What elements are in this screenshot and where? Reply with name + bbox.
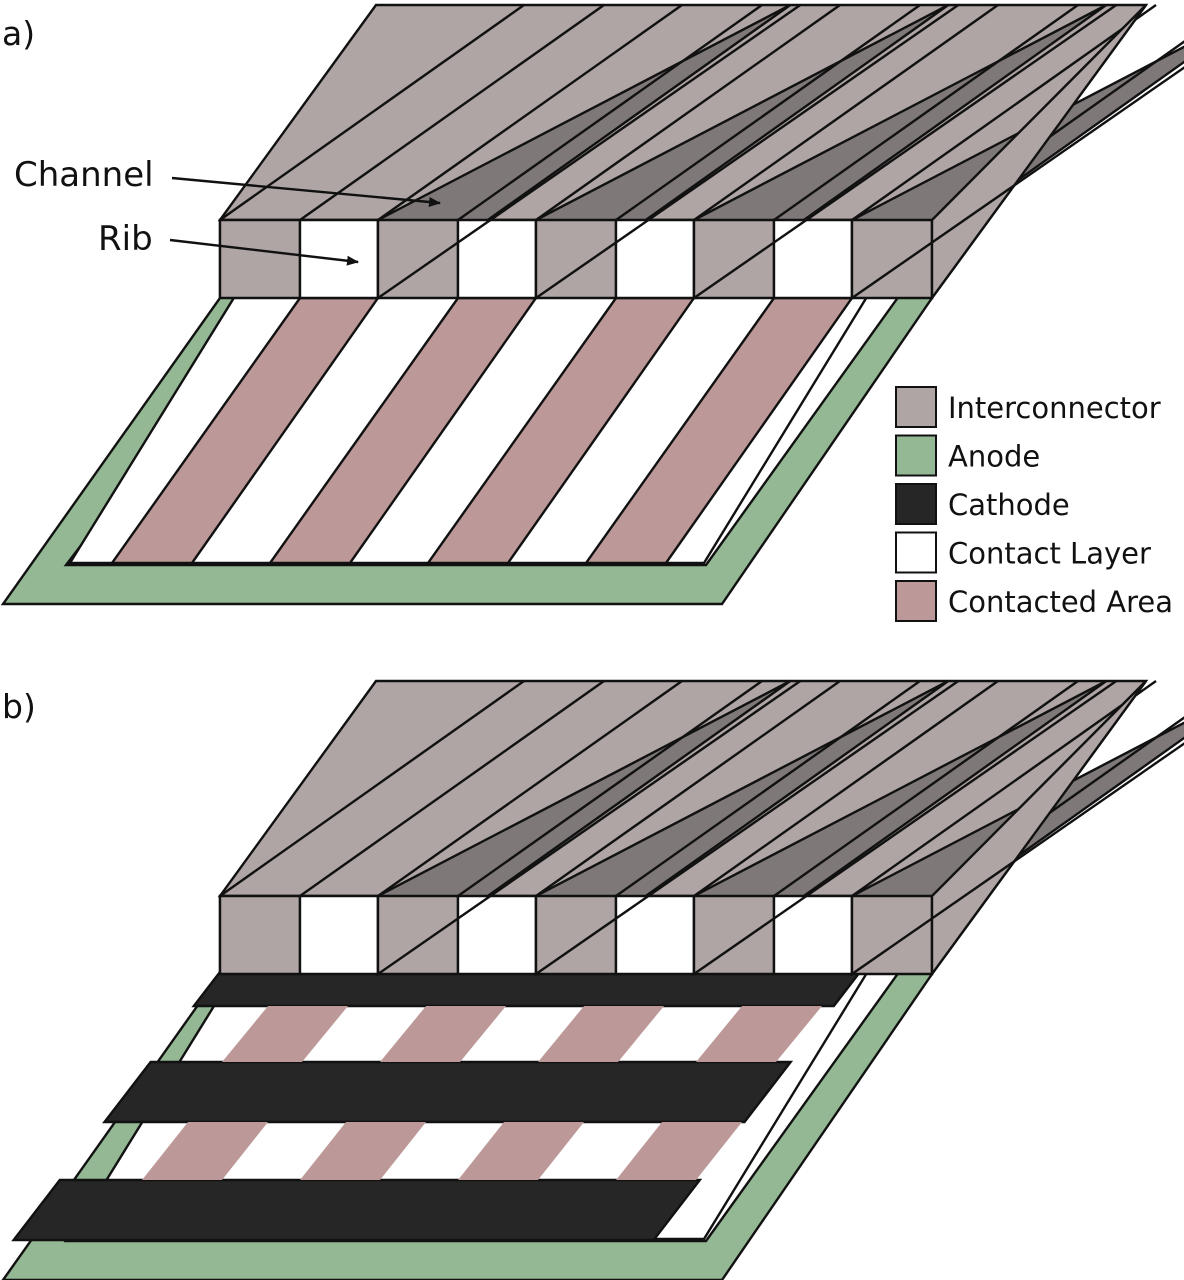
rib-top-edge-right-3 [615,4,921,221]
legend-swatch-contact-layer [895,531,937,574]
channel-opening-2 [456,894,538,976]
rib-front-5 [850,218,934,300]
channel-depth-edge-1 [377,4,801,299]
channel-depth-edge-3 [693,680,1117,975]
contacted-patch-2-1 [142,1122,268,1180]
channel-depth-edge-2 [535,680,959,975]
rib-top-edge-right-4 [773,680,1079,897]
rib-top-edge-right-4 [773,4,1079,221]
legend-label-interconnector: Interconnector [948,391,1161,425]
rib-front-4 [692,894,776,976]
interconnector-side [930,680,1147,978]
legend-swatch-anode [895,434,937,477]
contacted-patch-1-3 [538,1006,664,1062]
rib-top-edge-left-2 [377,4,683,221]
contacted-patch-1-2 [380,1006,506,1062]
contacted-patch-2-3 [458,1122,584,1180]
panel-b-label: b) [2,687,36,726]
rib-top-edge-left-1 [219,4,525,221]
rib-top-edge-right-2 [457,4,763,221]
cathode-band-2 [102,1060,794,1124]
legend-swatch-cathode [895,483,937,525]
rib-top-edge-left-3 [535,680,841,897]
rib-top-edge-left-3 [535,4,841,221]
channel-depth-edge-4 [851,66,1184,299]
panel-a [0,3,1184,606]
rib-top-edge-left-1 [219,680,525,897]
rib-top-edge-left-5 [851,680,1157,897]
rib-front-4 [692,218,776,300]
rib-top-edge-left-2 [377,680,683,897]
rib-front-5 [850,894,934,976]
legend-label-cathode: Cathode [948,488,1070,522]
panel-b [1,679,1184,1280]
channel-opening-2 [456,218,538,300]
channel-arrow [171,176,441,207]
panel-a-label: a) [2,14,35,53]
legend-label-contact-layer: Contact Layer [948,537,1151,571]
channel-opening-1 [298,894,380,976]
rib-front-1 [218,218,302,300]
contacted-patch-1-1 [222,1006,348,1062]
channel-depth-edge-3 [693,4,1117,299]
contacted-patch-2-4 [616,1122,742,1180]
rib-top-edge-right-1 [299,4,605,221]
rib-front-3 [534,894,618,976]
channel-depth-edge-4 [851,742,1184,975]
rib-top-edge-right-1 [299,680,605,897]
rib-top-edge-left-4 [693,4,999,221]
legend-label-contacted-area: Contacted Area [948,585,1173,619]
legend-label-anode: Anode [948,440,1040,474]
rib-top-edge-right-3 [615,680,921,897]
rib-front-2 [376,894,460,976]
rib-front-2 [376,218,460,300]
channel-depth-edge-2 [535,4,959,299]
channel-opening-4 [772,894,854,976]
channel-opening-4 [772,218,854,300]
rib-top-edge-left-4 [693,680,999,897]
rib-label: Rib [98,219,153,259]
legend-swatch-interconnector [895,386,937,428]
legend-swatch-contacted-area [895,580,937,622]
channel-callout: Channel [14,155,441,207]
channel-depth-edge-1 [377,680,801,975]
channel-label: Channel [14,155,154,195]
rib-top-edge-left-5 [851,4,1157,221]
channel-opening-3 [614,218,696,300]
contacted-patch-2-2 [300,1122,426,1180]
rib-front-1 [218,894,302,976]
rib-top-edge-right-2 [457,680,763,897]
cathode-band-3 [11,1178,703,1242]
rib-arrow [169,238,359,266]
channel-opening-3 [614,894,696,976]
rib-front-3 [534,218,618,300]
rib-callout: Rib [98,219,359,266]
contacted-patch-1-4 [696,1006,822,1062]
interconnector-side [930,4,1147,302]
